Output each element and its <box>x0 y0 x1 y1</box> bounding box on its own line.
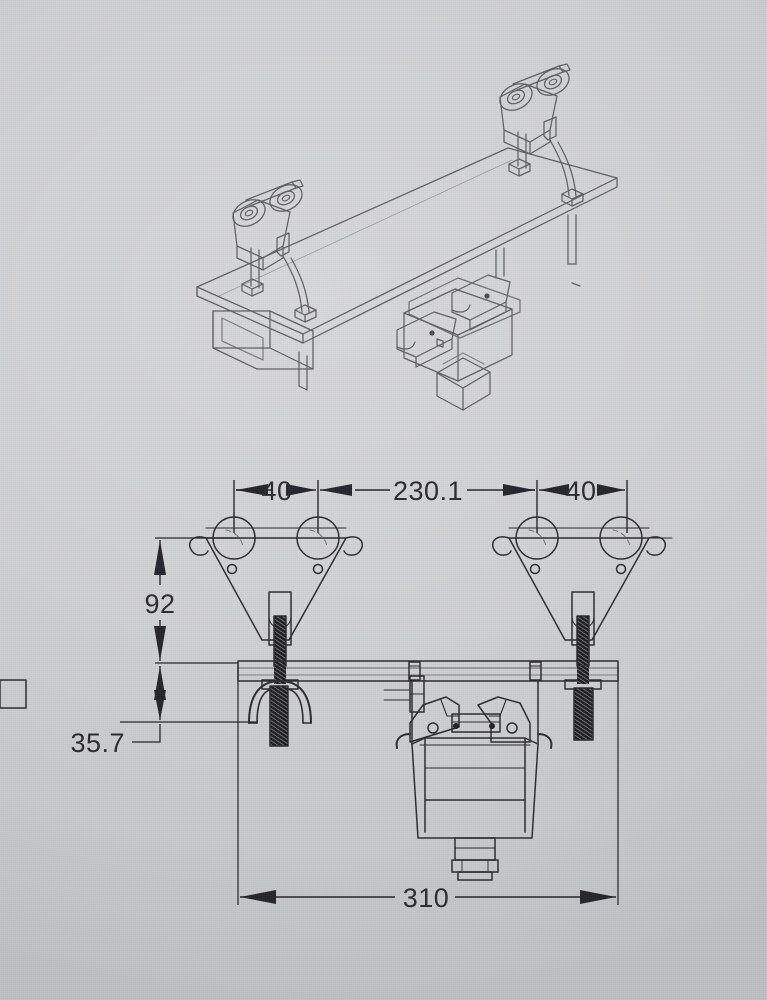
dimension-310: 310 <box>403 883 450 913</box>
center-clamp-assembly <box>0 661 553 881</box>
roller-carriage-left-iso <box>227 178 317 323</box>
roller-carriage-right-iso <box>494 62 584 207</box>
flat-mounting-bar-iso <box>196 147 618 344</box>
hanger-rod-right-iso <box>567 214 577 265</box>
dimension-92: 92 <box>144 589 175 619</box>
wheel-right-outer <box>599 516 643 560</box>
hex-nut-left-iso <box>241 278 264 297</box>
threaded-rod-right <box>564 591 602 741</box>
hex-nut-right2-iso <box>561 188 584 207</box>
u-bolt-plate-left-iso <box>212 310 314 391</box>
clamp-hex-nut <box>451 859 499 881</box>
center-clamp-iso <box>396 247 521 411</box>
hex-nut-center-iso <box>436 352 491 411</box>
dimension-40-right: 40 <box>565 476 596 506</box>
hex-nut-right-iso <box>508 158 531 177</box>
u-bolt-hook-left <box>248 680 312 747</box>
dimension-40-left: 40 <box>261 476 292 506</box>
dimension-arrowheads <box>154 484 625 904</box>
dimension-35-7: 35.7 <box>70 728 125 758</box>
dimension-230-1: 230.1 <box>393 476 463 506</box>
hex-nut-left2-iso <box>294 304 317 323</box>
